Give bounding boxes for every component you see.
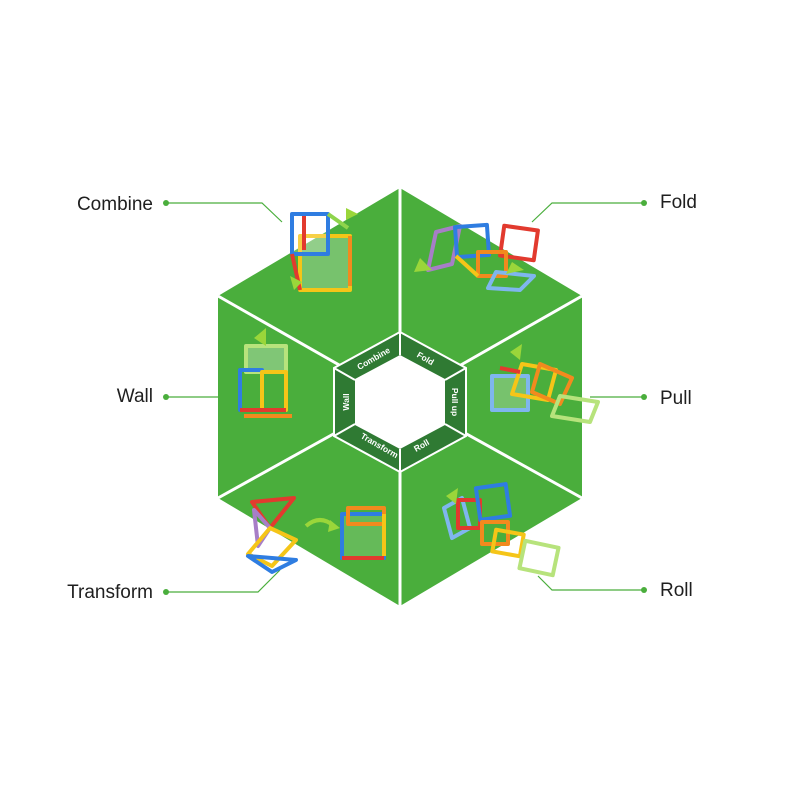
leader-dots	[163, 200, 647, 595]
leader-lines	[166, 202, 644, 593]
callout-combine: Combine	[76, 194, 153, 215]
pull-tiles-icon	[490, 344, 600, 424]
inner-label-pull-up: Pull up	[450, 388, 460, 416]
callout-roll: Roll	[660, 580, 693, 601]
inner-ring-dividers	[333, 332, 467, 472]
inner-label-wall: Wall	[341, 393, 351, 410]
wall-cube-icon	[238, 328, 292, 418]
center-white-hexagon	[355, 355, 445, 449]
callout-fold: Fold	[660, 192, 697, 213]
callout-transform: Transform	[67, 582, 153, 603]
combine-cube-icon	[290, 208, 358, 292]
callout-pull: Pull	[660, 388, 692, 409]
callout-wall: Wall	[116, 386, 153, 407]
transform-prism-icon	[246, 496, 386, 574]
roll-tiles-icon	[442, 482, 561, 578]
fold-tiles-icon	[414, 222, 540, 292]
